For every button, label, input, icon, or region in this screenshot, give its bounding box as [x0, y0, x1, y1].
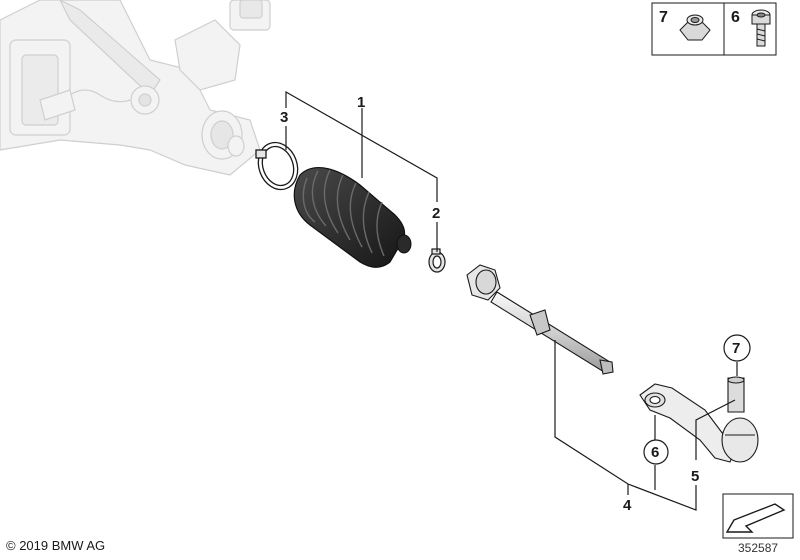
svg-text:6: 6	[651, 444, 659, 461]
callout-4: 4	[623, 497, 632, 514]
inset-nut-label: 7	[659, 9, 668, 26]
inner-tie-rod	[466, 264, 614, 375]
callout-leaders	[285, 90, 738, 511]
tie-rod-end	[639, 376, 759, 463]
callout-5: 5	[691, 468, 699, 485]
rubber-boot	[293, 166, 412, 268]
hardware-inset: 7 6	[651, 2, 777, 56]
large-clamp	[255, 141, 299, 191]
bolt-icon	[751, 9, 771, 47]
callout-1: 1	[357, 94, 365, 111]
steering-rack-housing	[0, 0, 271, 176]
diagram-number: 352587	[738, 541, 779, 555]
callout-3: 3	[280, 109, 288, 126]
callout-7-circled: 7	[723, 334, 751, 362]
callout-6-circled: 6	[643, 439, 669, 465]
svg-text:7: 7	[732, 340, 740, 357]
arrow-icon	[725, 503, 786, 533]
small-clamp	[428, 248, 446, 273]
callout-2: 2	[432, 205, 440, 222]
nut-icon	[679, 14, 711, 41]
direction-symbol	[722, 493, 794, 539]
inset-bolt-label: 6	[731, 9, 740, 26]
copyright-text: © 2019 BMW AG	[6, 538, 106, 553]
